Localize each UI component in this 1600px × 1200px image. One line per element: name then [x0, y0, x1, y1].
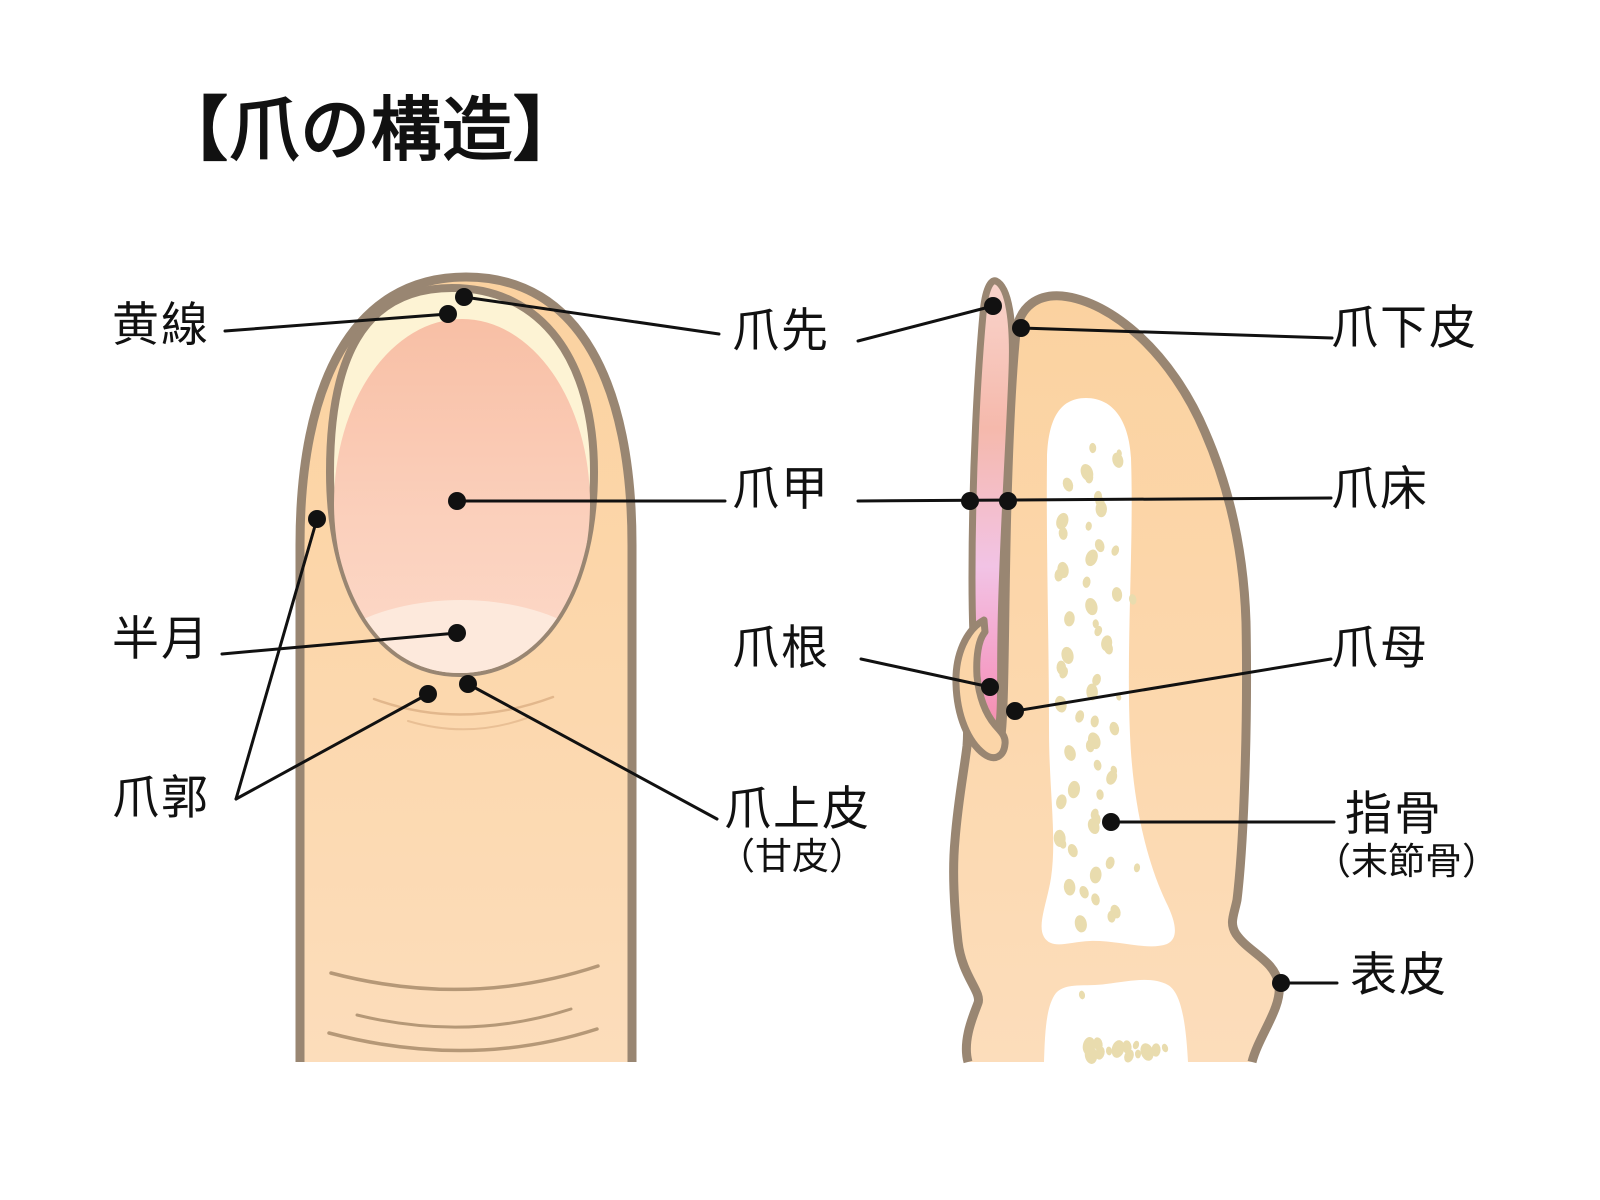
label-hyponychium: 爪下皮 — [1331, 301, 1478, 354]
label-lunula: 半月 — [112, 612, 210, 665]
label-nail-matrix: 爪母 — [1331, 621, 1429, 674]
label-epidermis: 表皮 — [1350, 948, 1448, 1001]
label-nail-plate: 爪甲 — [732, 462, 830, 515]
leader-line — [220, 631, 459, 656]
leader-line — [223, 312, 450, 333]
marker-dot — [1272, 974, 1290, 992]
middle-phalanx-bone — [1044, 979, 1188, 1062]
label-nail-fold: 爪郭 — [112, 771, 210, 824]
label-yellow-line: 黄線 — [112, 298, 210, 351]
label-eponychium: 爪上皮 — [724, 782, 871, 835]
marker-dot — [448, 492, 466, 510]
knuckle-creases — [327, 964, 600, 1053]
marker-dot — [448, 624, 466, 642]
marker-dot — [308, 510, 326, 528]
label-eponychium-alt: （甘皮） — [718, 836, 866, 877]
marker-dots — [308, 288, 1290, 992]
leader-line — [859, 657, 992, 689]
label-nail-bed: 爪床 — [1331, 462, 1429, 515]
leader-line — [234, 692, 430, 801]
marker-dot — [455, 288, 473, 306]
label-phalanx-alt: （末節骨） — [1314, 841, 1499, 882]
marker-dot — [1102, 813, 1120, 831]
page-title: 【爪の構造】 — [158, 91, 584, 169]
marker-dot — [981, 678, 999, 696]
marker-dot — [999, 492, 1017, 510]
marker-dot — [961, 492, 979, 510]
marker-dot — [459, 675, 477, 693]
leader-line — [462, 295, 721, 336]
leader-line — [234, 517, 319, 801]
label-nail-root: 爪根 — [732, 621, 830, 674]
cuticle-fold-shape — [952, 616, 1009, 762]
finger-top-view — [295, 272, 637, 1062]
leader-line — [466, 682, 719, 821]
leader-line — [856, 304, 995, 343]
leader-line — [1013, 657, 1333, 713]
marker-dot — [419, 685, 437, 703]
leader-line — [1019, 326, 1334, 340]
leader-line — [856, 496, 1333, 503]
bone-speckles-middle — [1078, 990, 1169, 1064]
leader-lines — [220, 295, 1339, 985]
label-nail-tip: 爪先 — [732, 304, 830, 357]
bone-speckles-distal — [1053, 442, 1141, 933]
marker-dot — [439, 305, 457, 323]
label-phalanx: 指骨 — [1345, 787, 1443, 840]
distal-phalanx-bone — [1041, 398, 1175, 947]
marker-dot — [1012, 319, 1030, 337]
marker-dot — [1006, 702, 1024, 720]
marker-dot — [984, 297, 1002, 315]
finger-cross-section — [949, 277, 1284, 1064]
cuticle-creases — [372, 695, 555, 731]
